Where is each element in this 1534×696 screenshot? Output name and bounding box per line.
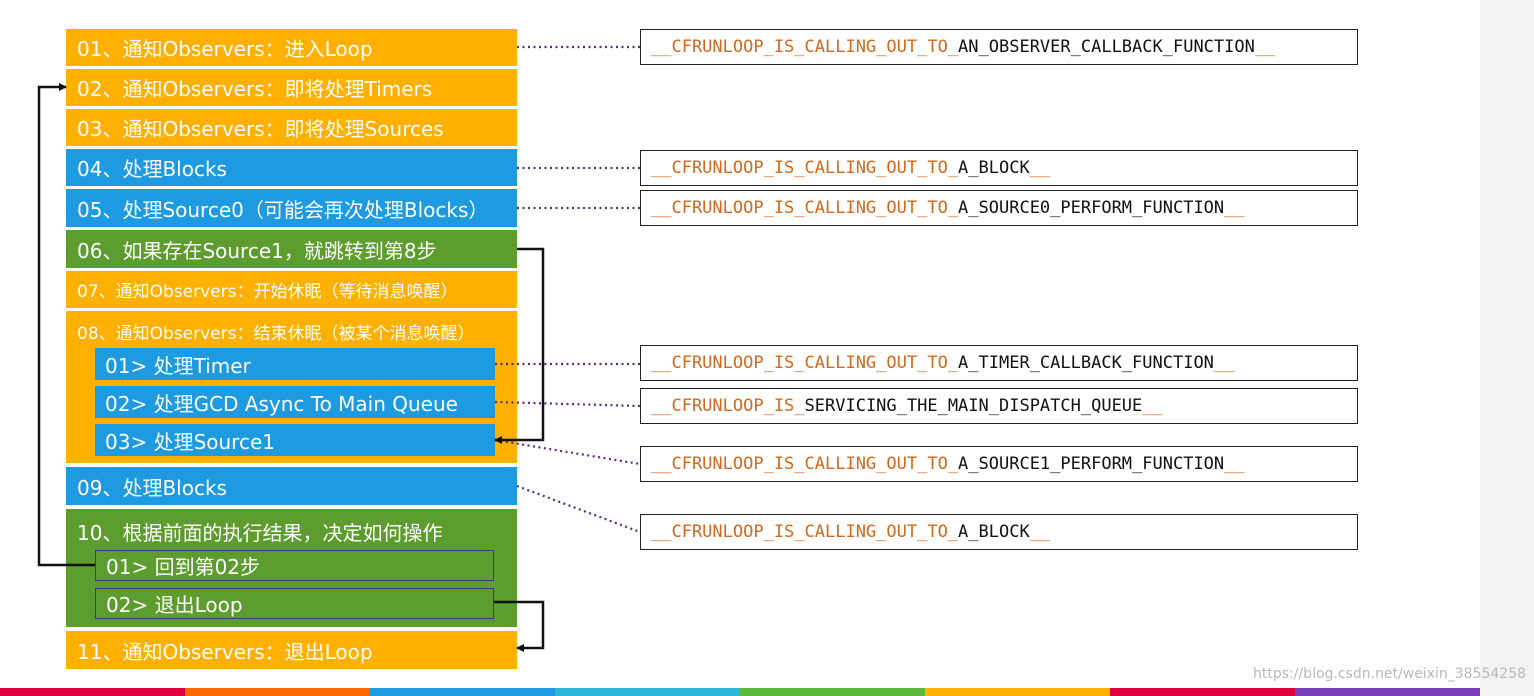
stripe-segment — [925, 688, 1110, 696]
stripe-segment — [0, 688, 185, 696]
function-name: A_TIMER_CALLBACK_FUNCTION — [958, 353, 1214, 373]
function-name: A_SOURCE1_PERFORM_FUNCTION — [958, 454, 1225, 474]
stripe-segment — [555, 688, 740, 696]
function-prefix: __CFRUNLOOP_IS_CALLING_OUT_TO_ — [651, 158, 959, 178]
function-suffix: __ — [1213, 353, 1235, 373]
function-prefix: __CFRUNLOOP_IS_CALLING_OUT_TO_ — [651, 522, 959, 542]
function-name: SERVICING_THE_MAIN_DISPATCH_QUEUE — [804, 396, 1143, 416]
step-01: 01、通知Observers：进入Loop — [66, 29, 517, 66]
connector-step09-block — [516, 484, 641, 534]
step-10-substep-back: 01> 回到第02步 — [95, 550, 494, 581]
function-box-block: __CFRUNLOOP_IS_CALLING_OUT_TO_A_BLOCK__ — [640, 150, 1358, 186]
step-03: 03、通知Observers：即将处理Sources — [66, 109, 517, 146]
step-08-substep-gcd: 02> 处理GCD Async To Main Queue — [95, 386, 495, 418]
step-10-substep-exit: 02> 退出Loop — [95, 588, 494, 619]
step-08-label: 08、通知Observers：结束休眠（被某个消息唤醒） — [77, 324, 475, 344]
bottom-color-stripe — [0, 688, 1480, 696]
step-11: 11、通知Observers：退出Loop — [66, 631, 517, 669]
stripe-segment — [740, 688, 925, 696]
function-name: A_SOURCE0_PERFORM_FUNCTION — [958, 198, 1225, 218]
step-07: 07、通知Observers：开始休眠（等待消息唤醒） — [66, 271, 517, 308]
function-suffix: __ — [1254, 37, 1276, 57]
stripe-segment — [185, 688, 370, 696]
right-gutter — [1480, 0, 1534, 696]
step-10: 10、根据前面的执行结果，决定如何操作 — [66, 509, 517, 627]
function-suffix: __ — [1029, 158, 1051, 178]
function-box-block-2: __CFRUNLOOP_IS_CALLING_OUT_TO_A_BLOCK__ — [640, 514, 1358, 550]
step-10-label: 10、根据前面的执行结果，决定如何操作 — [77, 521, 443, 545]
stripe-segment — [1295, 688, 1480, 696]
function-name: A_BLOCK — [958, 522, 1030, 542]
step-09: 09、处理Blocks — [66, 467, 517, 505]
function-suffix: __ — [1142, 396, 1163, 416]
function-box-observer-callback: __CFRUNLOOP_IS_CALLING_OUT_TO_AN_OBSERVE… — [640, 29, 1358, 65]
function-prefix: __CFRUNLOOP_IS_CALLING_OUT_TO_ — [651, 198, 959, 218]
function-box-main-dispatch-queue: __CFRUNLOOP_IS_SERVICING_THE_MAIN_DISPAT… — [640, 388, 1358, 424]
watermark: https://blog.csdn.net/weixin_38554258 — [1253, 666, 1527, 682]
function-name: A_BLOCK — [958, 158, 1030, 178]
step-02: 02、通知Observers：即将处理Timers — [66, 69, 517, 106]
function-prefix: __CFRUNLOOP_IS_CALLING_OUT_TO_ — [651, 37, 959, 57]
function-box-timer-callback: __CFRUNLOOP_IS_CALLING_OUT_TO_A_TIMER_CA… — [640, 345, 1358, 381]
stripe-segment — [370, 688, 555, 696]
function-name: AN_OBSERVER_CALLBACK_FUNCTION — [958, 37, 1255, 57]
function-suffix: __ — [1224, 198, 1245, 218]
function-box-source0: __CFRUNLOOP_IS_CALLING_OUT_TO_A_SOURCE0_… — [640, 190, 1358, 226]
step-08-substep-source1: 03> 处理Source1 — [95, 424, 495, 456]
function-box-source1: __CFRUNLOOP_IS_CALLING_OUT_TO_A_SOURCE1_… — [640, 446, 1358, 482]
function-suffix: __ — [1029, 522, 1051, 542]
function-prefix: __CFRUNLOOP_IS_CALLING_OUT_TO_ — [651, 454, 959, 474]
step-05: 05、处理Source0（可能会再次处理Blocks） — [66, 189, 517, 227]
function-prefix: __CFRUNLOOP_IS_ — [651, 396, 805, 416]
step-06: 06、如果存在Source1，就跳转到第8步 — [66, 230, 517, 268]
stripe-segment — [1110, 688, 1295, 696]
step-08-substep-timer: 01> 处理Timer — [95, 348, 495, 380]
function-prefix: __CFRUNLOOP_IS_CALLING_OUT_TO_ — [651, 353, 959, 373]
step-04: 04、处理Blocks — [66, 149, 517, 186]
function-suffix: __ — [1224, 454, 1245, 474]
